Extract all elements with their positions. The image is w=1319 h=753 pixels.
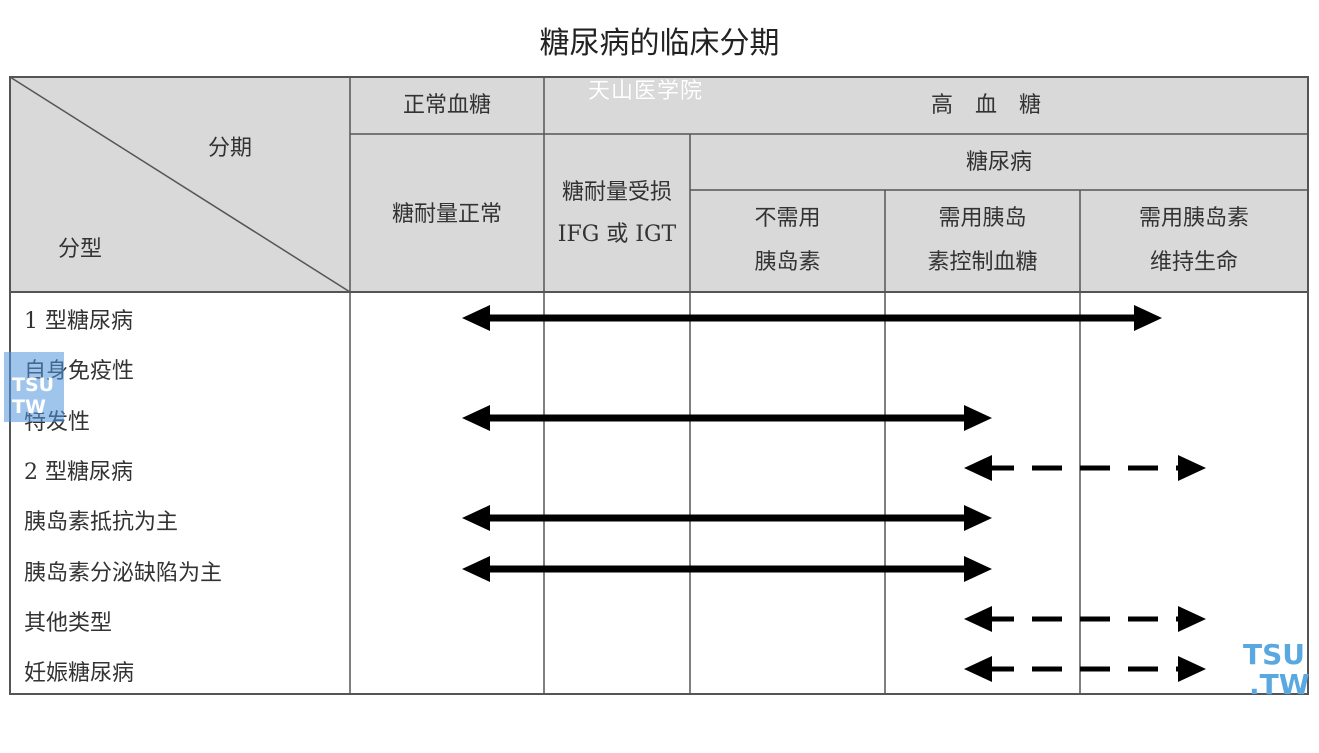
header-no-insulin-line1: 不需用	[754, 206, 821, 231]
arrowhead-left	[964, 455, 992, 481]
header-insulin-life-line2: 维持生命	[1149, 250, 1238, 275]
row-label: 妊娠糖尿病	[24, 661, 135, 686]
header-diabetes: 糖尿病	[965, 150, 1032, 175]
row-label: 1 型糖尿病	[24, 309, 133, 334]
arrowhead-left	[462, 305, 490, 331]
arrowhead-right	[1134, 305, 1162, 331]
header-normal-glucose: 正常血糖	[402, 93, 491, 118]
header-no-insulin-line2: 胰岛素	[754, 250, 821, 275]
arrowhead-right	[964, 505, 992, 531]
header-high-glucose: 高 血 糖	[930, 93, 1041, 118]
arrowhead-left	[462, 556, 490, 582]
watermark-right: TSU .TW	[1243, 638, 1310, 701]
header-insulin-control-line2: 素控制血糖	[927, 250, 1038, 275]
watermark-left: TSU TW	[4, 352, 64, 422]
header-type-label: 分型	[57, 237, 102, 262]
page-title: 糖尿病的临床分期	[539, 26, 780, 61]
arrowhead-left	[964, 656, 992, 682]
diagonal-divider	[9, 76, 351, 293]
header-normal-tolerance: 糖耐量正常	[391, 202, 502, 227]
arrowhead-right	[1178, 606, 1206, 632]
row-label: 胰岛素抵抗为主	[24, 510, 179, 535]
row-label: 2 型糖尿病	[24, 460, 133, 485]
row-label: 胰岛素分泌缺陷为主	[24, 561, 223, 586]
watermark-top: 天山医学院	[588, 79, 704, 104]
header-stage-label: 分期	[207, 136, 252, 161]
arrowhead-left	[462, 405, 490, 431]
header-insulin-life-line1: 需用胰岛素	[1138, 206, 1249, 231]
header-impaired-line2: IFG 或 IGT	[557, 222, 677, 247]
header-insulin-control-line1: 需用胰岛	[938, 206, 1027, 231]
row-label: 其他类型	[24, 611, 113, 636]
arrowhead-right	[964, 405, 992, 431]
header-impaired-line1: 糖耐量受损	[561, 180, 672, 205]
arrowhead-right	[1178, 656, 1206, 682]
arrowhead-left	[462, 505, 490, 531]
arrowhead-left	[964, 606, 992, 632]
header-background	[10, 77, 1308, 292]
arrowhead-right	[1178, 455, 1206, 481]
arrowhead-right	[964, 556, 992, 582]
